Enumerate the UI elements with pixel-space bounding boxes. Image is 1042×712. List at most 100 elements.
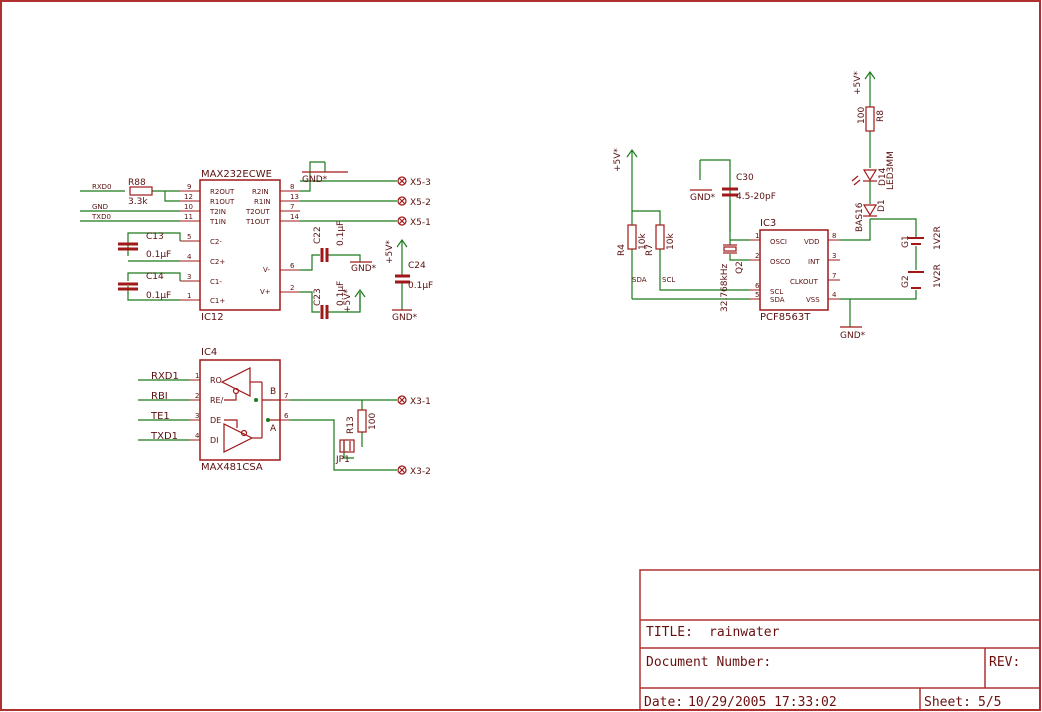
c23-value: 0.1µF [336,281,346,306]
ic12-pin-label: R1IN [254,198,271,206]
ic12-body [199,179,281,311]
q2-crystal-icon [723,244,737,254]
c24-value: 0.1µF [408,281,433,291]
ic3-pin-label: CLKOUT [790,278,819,286]
net-label-rbi: RBI [151,391,168,402]
ic3-pin-number: 1 [755,232,759,240]
r7-ref: R7 [645,244,655,256]
r7-resistor [655,224,665,250]
vcc-label: +5V* [385,240,395,264]
ic4-pin-label: B [270,387,276,397]
c23-capacitor [320,305,329,319]
d14-ref: D14 [878,167,888,186]
net-label-sda: SDA [632,276,647,284]
connector-pin-icon [397,395,407,475]
net-label-rxd0: RXD0 [92,183,112,191]
battery-cell-icon [908,237,924,289]
receiver-buffer-icon [220,367,262,401]
ic12-pin-label: C2- [210,238,222,246]
ic3-pin-label: VDD [804,238,820,246]
net-label-te1: TE1 [150,411,170,422]
rev-label: REV: [989,655,1020,670]
ic4-pin-label: RE/ [210,396,224,405]
r8-resistor [865,106,875,132]
ic4-pin-label: A [270,424,277,434]
ic4-body [199,359,281,461]
ic3-pin-number: 6 [755,282,760,290]
g2-value: 1V2R [933,264,943,288]
r4-ref: R4 [617,244,627,256]
ic12-pin-label: T1IN [209,218,226,226]
ic3-pin-label: OSCI [770,238,787,246]
r13-resistor [357,409,367,433]
ic4-pin-number: 6 [284,412,289,420]
document-number-label: Document Number: [646,655,771,670]
ic12-pin-number: 8 [290,183,294,191]
ic12-pin-number: 11 [184,213,193,221]
ic12-pin-number: 9 [187,183,191,191]
g1-ref: G1 [901,235,911,248]
c30-ref: C30 [736,173,754,183]
c30-value: 4.5-20pF [736,192,776,202]
c14-capacitor [118,282,138,291]
ic3-pin-label: SDA [770,296,785,304]
ic12-pin-label: R2IN [252,188,269,196]
date-label: Date: [644,695,683,710]
r8-ref: R8 [876,110,886,122]
c22-capacitor [320,248,329,262]
ic3-pin-number: 3 [832,252,836,260]
r4-resistor [627,224,637,250]
net-label-rxd1: RXD1 [151,371,179,382]
connector-label-x5-1: X5-1 [410,218,431,228]
connector-label-x5-2: X5-2 [410,198,431,208]
ic12-pin-number: 4 [187,253,192,261]
net-label-txd0: TXD0 [91,213,111,221]
gnd-label: GND* [302,175,328,185]
ic4-pin-number: 7 [284,392,288,400]
ic12-pin-label: T2IN [209,208,226,216]
r7-value: 10k [666,233,676,250]
ic3-pin-number: 5 [755,291,759,299]
ic12-pin-label: T1OUT [245,218,270,226]
ic4-name: MAX481CSA [201,462,263,473]
ic4-pin-number: 4 [195,432,200,440]
ic3-pin-label: VSS [806,296,820,304]
title-block: TITLE: rainwater Document Number: REV: D… [639,569,1041,711]
ic12-pin-number: 13 [290,193,299,201]
c22-value: 0.1µF [336,221,346,246]
d14-value: LED3MM [886,151,896,190]
ic4-max481: IC4 MAX481CSA RO RE/ DE DI 1 2 3 4 B A 7… [190,347,290,473]
ic4-pin-label: RO [210,376,222,385]
r88-ref: R88 [128,178,146,188]
connector-pin-icon [397,176,407,226]
ic3-pin-number: 7 [832,272,836,280]
ic3-pin-label: INT [808,258,820,266]
c24-capacitor [395,274,410,284]
ic12-pin-label: C1- [210,278,222,286]
ic3-pin-number: 4 [832,291,837,299]
r13-ref: R13 [346,416,356,434]
ic12-pin-number: 10 [184,203,193,211]
ic12-pin-number: 14 [290,213,299,221]
net-label-txd1: TXD1 [150,431,178,442]
ic4-pin-number: 2 [195,392,199,400]
c13-value: 0.1µF [146,250,171,260]
ic12-pin-label: T2OUT [245,208,270,216]
ic3-pin-number: 2 [755,252,759,260]
ic3-pin-label: SCL [770,288,783,296]
ic12-pin-number: 12 [184,193,193,201]
ic12-pin-number: 2 [290,284,294,292]
junction-dot [266,418,270,422]
gnd-label: GND* [392,313,418,323]
q2-value: 32.768kHz [720,264,730,312]
sheet-value: 5/5 [978,695,1001,710]
r88-value: 3.3k [128,197,148,207]
c30-capacitor [722,187,738,197]
r4-value: 10k [638,233,648,250]
jp1-jumper [339,439,355,453]
jp1-ref: JP1 [335,455,350,465]
vcc-label: +5V* [613,148,623,172]
gnd-label: GND* [351,264,377,274]
net-label-scl: SCL [662,276,675,284]
ic3-wires [631,72,917,327]
